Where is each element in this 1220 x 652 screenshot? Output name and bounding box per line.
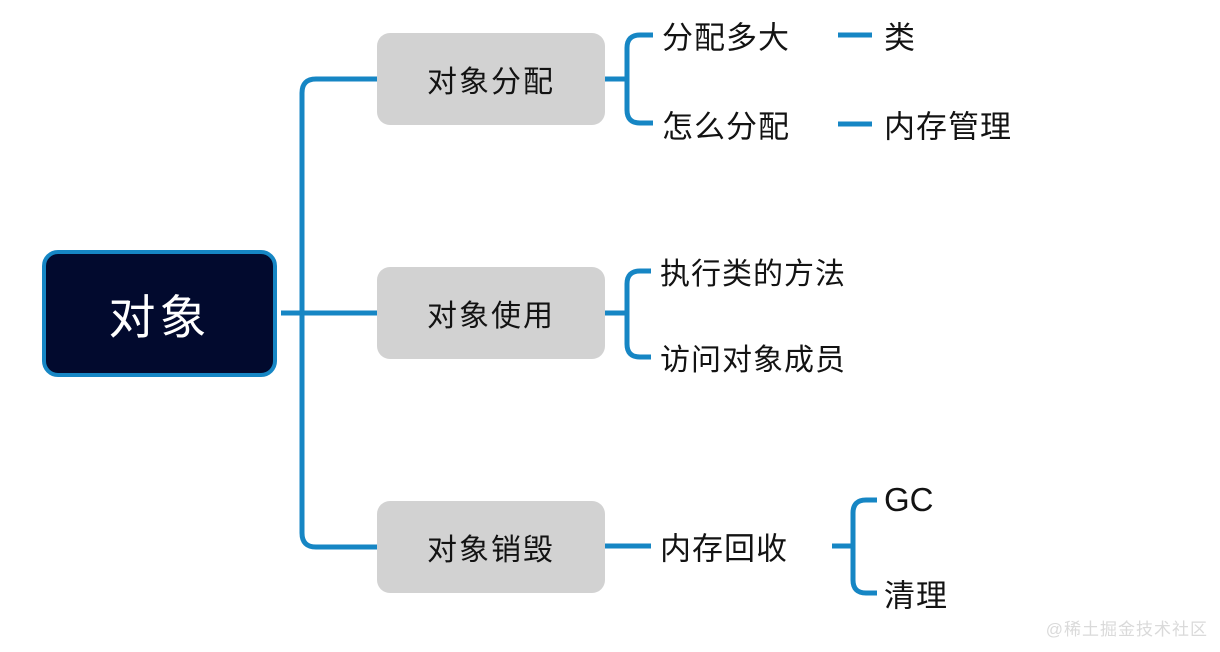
branch-node-label: 对象分配 bbox=[427, 66, 555, 99]
leaf-allocation-size[interactable]: 分配多大 bbox=[662, 20, 790, 56]
branch-node-object-usage[interactable]: 对象使用 bbox=[377, 267, 605, 359]
leaf-execute-class-method[interactable]: 执行类的方法 bbox=[660, 258, 846, 291]
branch-node-label: 对象使用 bbox=[427, 300, 555, 333]
root-node-label: 对象 bbox=[108, 291, 211, 344]
branch-node-object-allocation[interactable]: 对象分配 bbox=[377, 33, 605, 125]
leaf-memory-management[interactable]: 内存管理 bbox=[884, 109, 1012, 145]
leaf-class[interactable]: 类 bbox=[884, 20, 916, 56]
wire-branch1-bracket bbox=[624, 32, 653, 126]
wire-branch3-bracket bbox=[850, 497, 877, 596]
watermark: @稀土掘金技术社区 bbox=[1045, 620, 1208, 639]
root-node[interactable]: 对象 bbox=[42, 250, 277, 377]
branch-node-label: 对象销毁 bbox=[427, 534, 555, 567]
leaf-allocation-how[interactable]: 怎么分配 bbox=[662, 109, 790, 145]
leaf-cleanup[interactable]: 清理 bbox=[884, 578, 948, 614]
leaf-access-object-member[interactable]: 访问对象成员 bbox=[660, 344, 846, 377]
branch-node-object-destruction[interactable]: 对象销毁 bbox=[377, 501, 605, 593]
wire-branch2-bracket bbox=[624, 268, 651, 360]
leaf-gc[interactable]: GC bbox=[884, 481, 934, 518]
wire-trunk bbox=[299, 76, 377, 550]
leaf-memory-reclaim[interactable]: 内存回收 bbox=[660, 531, 788, 567]
